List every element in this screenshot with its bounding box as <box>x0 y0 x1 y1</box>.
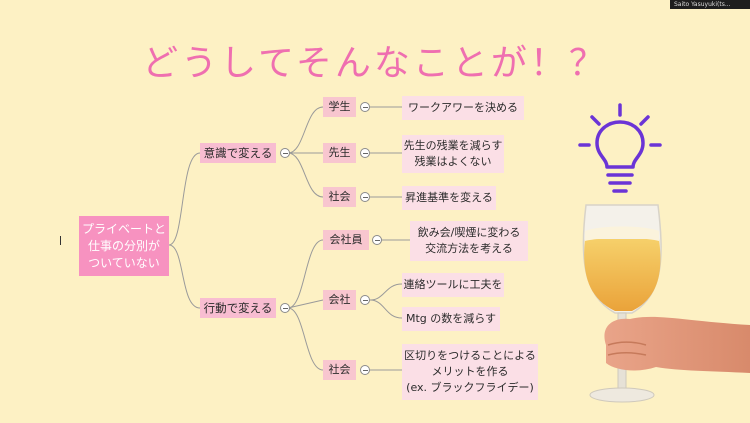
root-line: 仕事の分別が <box>87 238 160 253</box>
text-cursor <box>60 236 61 245</box>
leaf-node[interactable]: 先生の残業を減らす 残業はよくない <box>402 135 504 173</box>
topic-label: 会社員 <box>329 233 363 246</box>
leaf-node[interactable]: 昇進基準を変える <box>402 186 496 210</box>
collapse-toggle[interactable] <box>360 365 370 375</box>
topic-society[interactable]: 社会 <box>323 187 356 207</box>
root-line: ついていない <box>88 255 160 270</box>
leaf-line: 先生の残業を減らす <box>403 139 503 152</box>
leaf-node[interactable]: Mtg の数を減らす <box>402 307 500 331</box>
branch-label: 行動で変える <box>203 301 273 315</box>
leaf-node[interactable]: ワークアワーを決める <box>402 96 524 120</box>
topic-label: 学生 <box>328 100 351 113</box>
lightbulb-icon <box>578 103 662 193</box>
topic-label: 会社 <box>328 293 351 306</box>
leaf-line: Mtg の数を減らす <box>405 312 497 325</box>
participant-video-tile[interactable]: Saito Yasuyuki(ts... <box>670 0 750 9</box>
collapse-toggle[interactable] <box>360 295 370 305</box>
leaf-line: 区切りをつけることによる <box>404 349 536 362</box>
participant-name: Saito Yasuyuki(ts... <box>674 1 731 8</box>
slide-title: どうしてそんなことが！？ <box>142 43 608 84</box>
leaf-line: ワークアワーを決める <box>408 101 518 114</box>
collapse-toggle[interactable] <box>360 192 370 202</box>
topic-students[interactable]: 学生 <box>323 97 356 117</box>
leaf-node[interactable]: 区切りをつけることによる メリットを作る (ex. ブラックフライデー) <box>402 344 538 400</box>
topic-teachers[interactable]: 先生 <box>323 143 356 163</box>
topic-company[interactable]: 会社 <box>323 290 356 310</box>
beer-glass-in-hand <box>582 204 750 403</box>
topic-label: 社会 <box>328 363 351 376</box>
root-line: プライベートと <box>81 221 166 236</box>
collapse-toggle[interactable] <box>280 303 290 313</box>
branch-awareness[interactable]: 意識で変える <box>200 143 276 163</box>
leaf-line: (ex. ブラックフライデー) <box>406 381 534 394</box>
leaf-line: メリットを作る <box>431 365 509 378</box>
leaf-line: 残業はよくない <box>414 155 492 168</box>
collapse-toggle[interactable] <box>372 235 382 245</box>
branch-action[interactable]: 行動で変える <box>200 298 276 318</box>
leaf-line: 連絡ツールに工夫を <box>403 278 503 291</box>
mindmap-root[interactable]: プライベートと 仕事の分別が ついていない <box>79 216 169 276</box>
collapse-toggle[interactable] <box>280 148 290 158</box>
leaf-line: 飲み会/喫煙に変わる <box>417 226 521 239</box>
leaf-line: 交流方法を考える <box>425 242 513 255</box>
leaf-node[interactable]: 飲み会/喫煙に変わる 交流方法を考える <box>410 221 528 261</box>
topic-label: 先生 <box>328 146 351 159</box>
topic-society[interactable]: 社会 <box>323 360 356 380</box>
topic-label: 社会 <box>328 190 351 203</box>
branch-label: 意識で変える <box>203 146 273 160</box>
leaf-line: 昇進基準を変える <box>405 191 493 204</box>
topic-employees[interactable]: 会社員 <box>323 230 369 250</box>
leaf-node[interactable]: 連絡ツールに工夫を <box>402 273 504 297</box>
collapse-toggle[interactable] <box>360 102 370 112</box>
collapse-toggle[interactable] <box>360 148 370 158</box>
